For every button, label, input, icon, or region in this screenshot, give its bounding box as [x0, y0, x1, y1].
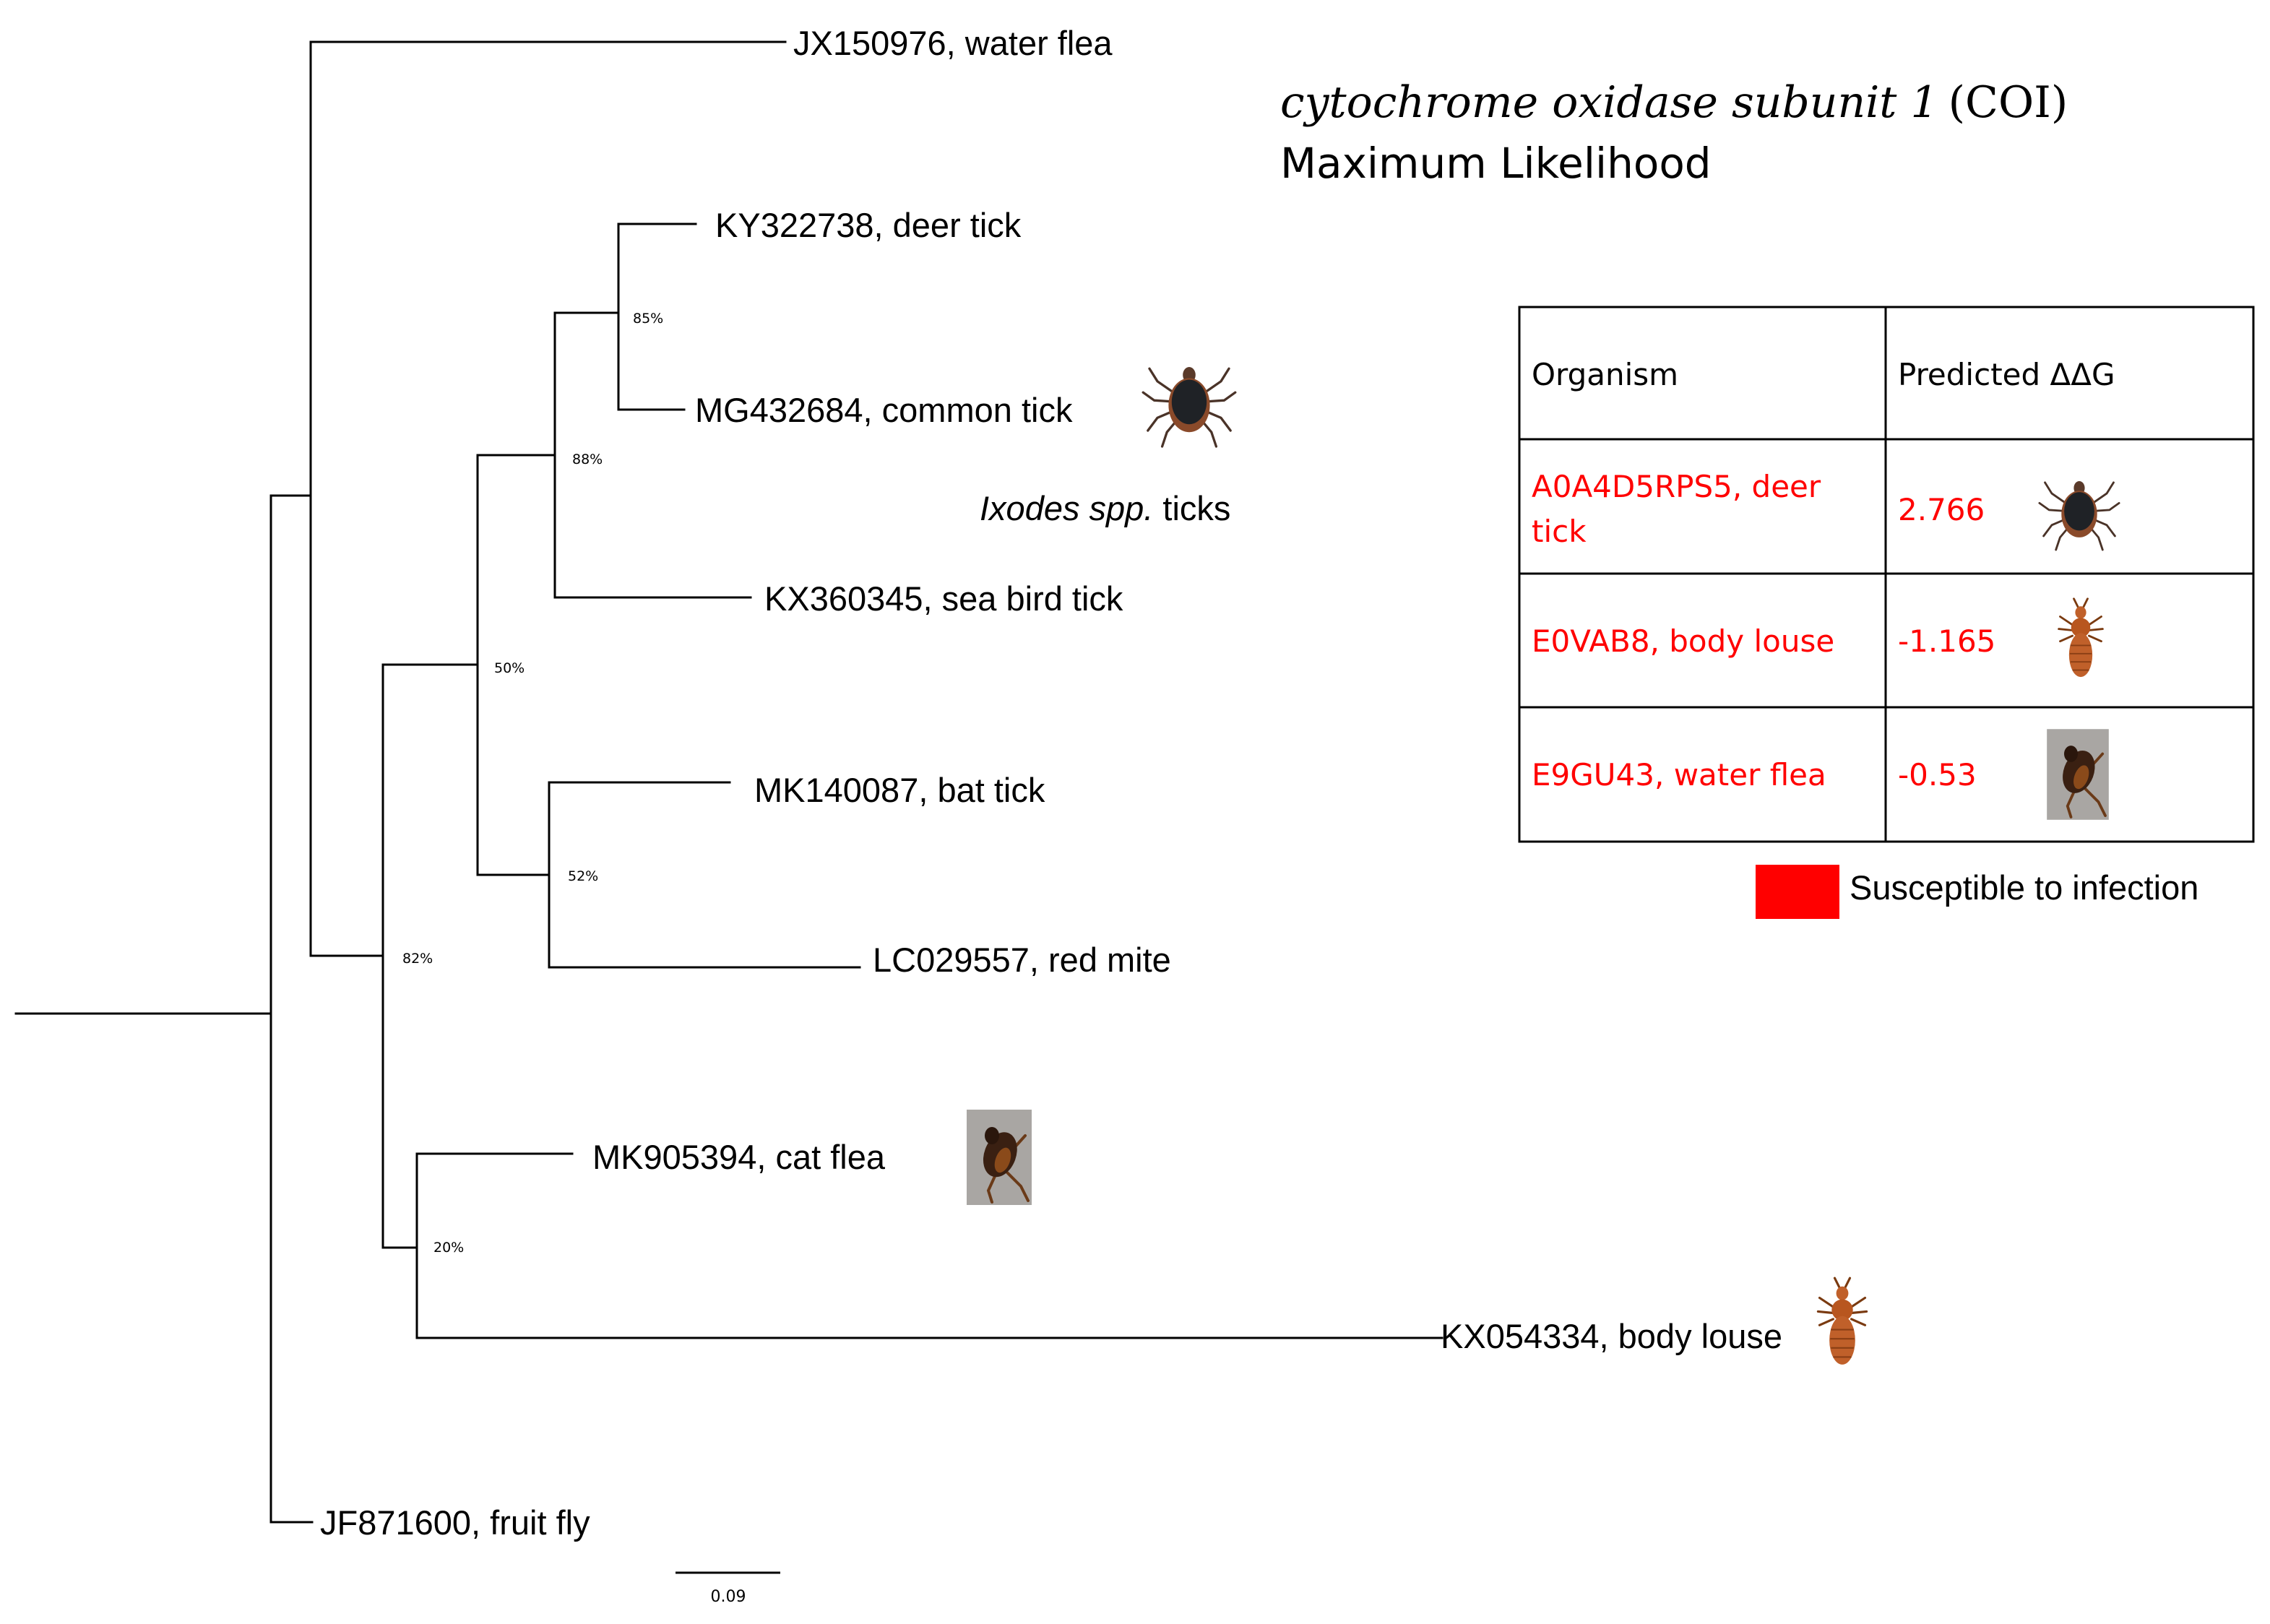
legend-swatch: [1756, 865, 1839, 919]
bootstrap-82: 82%: [402, 951, 433, 967]
bootstrap-50: 50%: [494, 660, 525, 676]
flea-icon: [2045, 727, 2110, 821]
flea-icon: [965, 1108, 1033, 1206]
leaf-label-common-tick: MG432684, common tick: [695, 391, 1073, 429]
table-header-ddg: Predicted ΔΔG: [1898, 357, 2115, 392]
figure-title-method: Maximum Likelihood: [1280, 139, 1712, 188]
bootstrap-52: 52%: [568, 868, 598, 884]
leaf-label-sea-bird-tick: KX360345, sea bird tick: [764, 579, 1123, 618]
legend-label: Susceptible to infection: [1850, 868, 2198, 907]
figure-title-gene: cytochrome oxidase subunit 1(COI): [1280, 77, 2068, 128]
leaf-label-fruit-fly: JF871600, fruit fly: [320, 1503, 590, 1542]
tick-icon: [1142, 366, 1237, 448]
louse-icon: [1816, 1277, 1868, 1366]
legend: Susceptible to infection: [1756, 865, 2198, 919]
table-cell-organism-cont: tick: [1532, 514, 1587, 549]
table-header-organism: Organism: [1532, 357, 1678, 392]
scale-bar-label: 0.09: [711, 1588, 746, 1606]
table-cell-organism: E0VAB8, body louse: [1532, 623, 1834, 659]
table-cell-organism: E9GU43, water flea: [1532, 757, 1826, 792]
leaf-label-body-louse: KX054334, body louse: [1441, 1317, 1782, 1355]
ddg-table: Organism Predicted ΔΔG A0A4D5RPS5, deer …: [1518, 306, 2255, 843]
bootstrap-88: 88%: [572, 452, 603, 467]
table-cell-ddg: -1.165: [1898, 623, 1995, 659]
table-cell-ddg: 2.766: [1898, 492, 1985, 527]
bootstrap-20: 20%: [433, 1240, 464, 1256]
scale-bar: 0.09: [676, 1571, 780, 1606]
leaf-label-deer-tick: KY322738, deer tick: [715, 206, 1022, 244]
tree-branches: [14, 40, 1443, 1524]
leaf-label-red-mite: LC029557, red mite: [873, 941, 1171, 979]
leaf-label-cat-flea: MK905394, cat flea: [592, 1138, 886, 1176]
table-cell-organism: A0A4D5RPS5, deer: [1532, 469, 1821, 504]
leaf-label-water-flea: JX150976, water flea: [793, 24, 1113, 62]
leaf-label-bat-tick: MK140087, bat tick: [754, 771, 1045, 809]
group-label-ixodes: Ixodes spp. ticks: [980, 489, 1230, 527]
bootstrap-85: 85%: [633, 311, 663, 327]
table-cell-ddg: -0.53: [1898, 757, 1977, 792]
